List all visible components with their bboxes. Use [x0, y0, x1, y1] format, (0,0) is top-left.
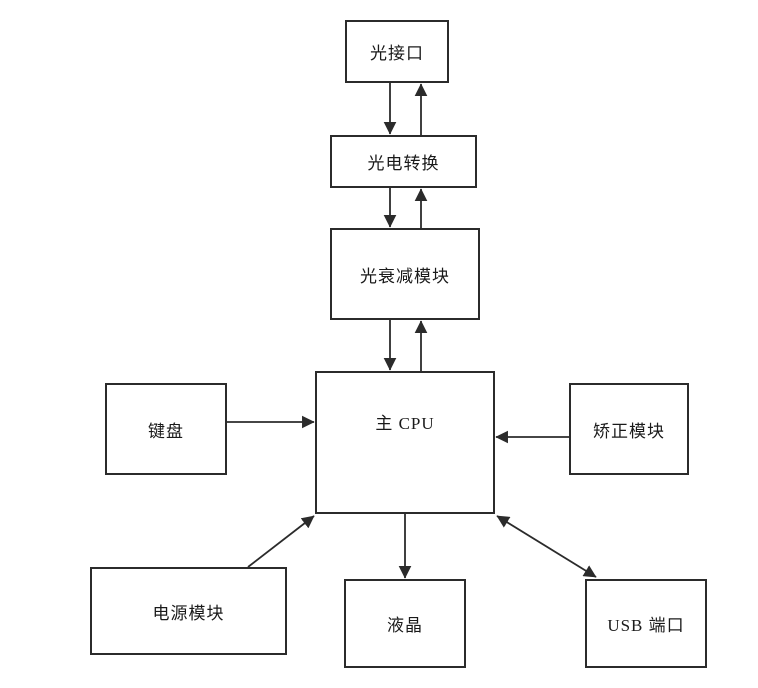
node-lcd-label: 液晶	[387, 616, 423, 635]
node-usb-port: USB 端口	[585, 579, 707, 668]
node-photoelectric-conversion: 光电转换	[330, 135, 477, 188]
node-main-cpu: 主 CPU	[315, 371, 495, 514]
node-optical-interface-label: 光接口	[370, 44, 424, 63]
node-lcd: 液晶	[344, 579, 466, 668]
node-keyboard: 键盘	[105, 383, 227, 475]
node-optical-interface: 光接口	[345, 20, 449, 83]
node-keyboard-label: 键盘	[148, 421, 184, 441]
edge-power-to-cpu	[247, 515, 315, 568]
node-photoelectric-conversion-label: 光电转换	[367, 154, 440, 173]
node-optical-attenuation-label: 光衰减模块	[360, 266, 450, 286]
node-optical-attenuation: 光衰减模块	[330, 228, 480, 320]
node-correction-module-label: 矫正模块	[593, 421, 665, 441]
edge-cpu-usb-bidirectional	[496, 515, 597, 578]
node-correction-module: 矫正模块	[569, 383, 689, 475]
node-usb-port-label: USB 端口	[607, 616, 685, 635]
node-power-module-label: 电源模块	[152, 603, 225, 623]
node-power-module: 电源模块	[90, 567, 287, 655]
node-main-cpu-label: 主 CPU	[375, 414, 435, 433]
